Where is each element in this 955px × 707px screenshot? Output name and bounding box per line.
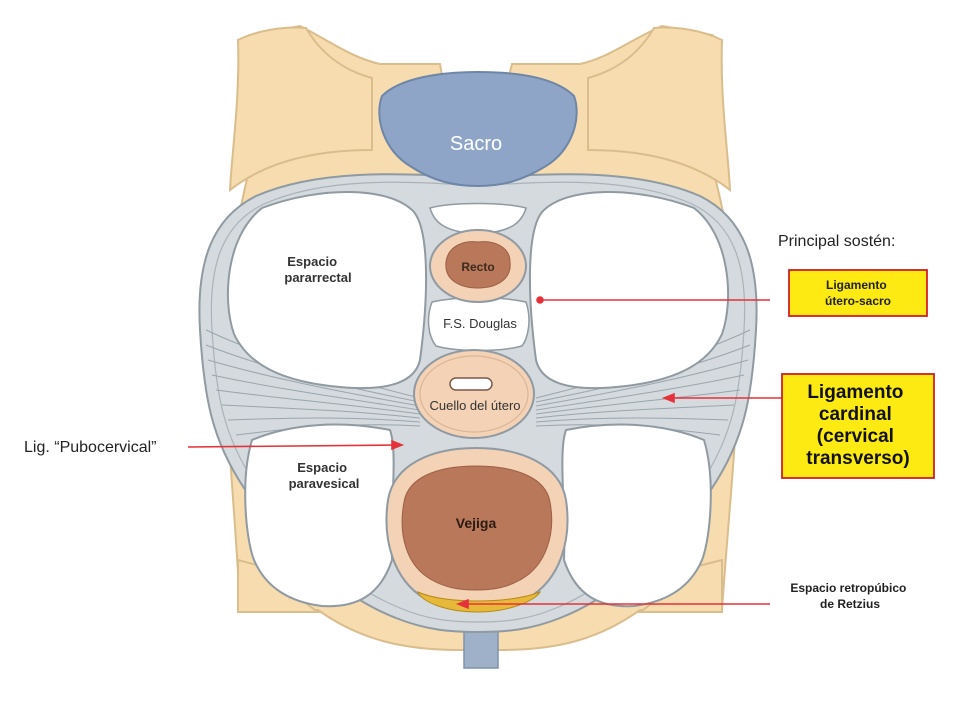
label-utero-sacro-l2: útero-sacro (825, 294, 891, 308)
label-espacio-paravesical: Espacio paravesical (289, 460, 360, 491)
label-fs-douglas: F.S. Douglas (443, 316, 517, 331)
fascia-inner-line (210, 181, 746, 623)
label-ligamento-cardinal: Ligamento cardinal (cervical transverso) (806, 382, 910, 469)
paravesical-space-right (561, 423, 712, 608)
annotation-arrows (187, 296, 782, 610)
sacrum (378, 70, 578, 188)
cervix-inner-ring (419, 355, 529, 433)
pararectal-space-left (226, 190, 428, 390)
label-espacio-pararrectal-l1: Espacio (287, 254, 337, 269)
label-cuello-utero: Cuello del útero (429, 398, 520, 413)
label-cardinal-l1: Ligamento (807, 382, 903, 403)
label-utero-sacro-l1: Ligamento (826, 278, 887, 292)
rectum-inner (445, 241, 511, 289)
label-cardinal-l4: transverso) (806, 448, 910, 469)
pararectal-space-right (528, 190, 730, 390)
label-espacio-pararrectal: Espacio pararrectal (284, 254, 351, 285)
label-espacio-paravesical-l1: Espacio (297, 460, 347, 475)
label-cardinal-l2: cardinal (819, 404, 892, 425)
arrow-retzius-head (455, 598, 469, 610)
label-principal-sosten: Principal sostén: (778, 233, 895, 250)
label-retropubico-l1: Espacio retropúbico (790, 581, 906, 595)
label-lig-pubocervical: Lig. “Pubocervical” (24, 439, 157, 456)
label-retropubico-l2: de Retzius (820, 597, 880, 611)
label-espacio-paravesical-l2: paravesical (289, 476, 360, 491)
cervix (413, 349, 535, 439)
paravesical-space-left (244, 423, 395, 608)
arrow-pubocervical (187, 444, 399, 448)
label-sacro: Sacro (450, 133, 502, 155)
callout-utero-sacro-box (788, 269, 928, 317)
callout-cardinal-box (781, 373, 935, 479)
label-ligamento-utero-sacro: Ligamento útero-sacro (825, 278, 891, 308)
retrorectal-space (429, 202, 527, 235)
arrow-cardinal-head (661, 392, 675, 404)
label-espacio-retropubico: Espacio retropúbico de Retzius (790, 581, 909, 611)
label-cardinal-l3: (cervical (817, 426, 894, 447)
label-vejiga: Vejiga (456, 515, 497, 531)
arrow-pubocervical-head (391, 439, 405, 451)
bladder-inner (401, 465, 553, 591)
label-recto: Recto (461, 260, 494, 274)
right-bone-wing (587, 26, 732, 193)
label-espacio-pararrectal-l2: pararrectal (284, 270, 351, 285)
cervical-os (449, 377, 493, 391)
left-bone-wing (228, 26, 373, 193)
arrow-utero-sacro-tip (536, 296, 544, 304)
